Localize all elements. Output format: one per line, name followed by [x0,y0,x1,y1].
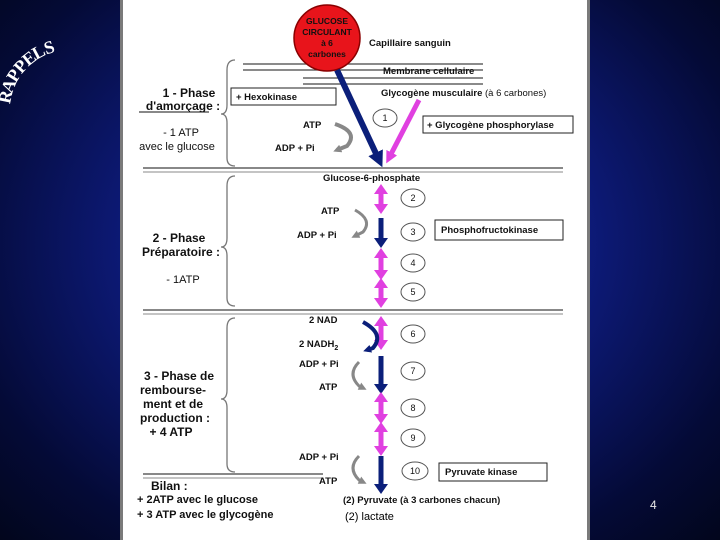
glycolysis-diagram: GLUCOSE CIRCULANT à 6 carbones Capillair… [120,0,590,540]
glucose-line: GLUCOSE [306,16,348,26]
step-number: 1 [382,113,387,123]
nad-curved-arrow [362,320,380,353]
pathway-arrowhead [374,248,388,258]
step-circle [400,361,426,381]
glucose-line: CIRCULANT [302,27,352,37]
title-letter: R [0,87,17,105]
phase3-brace [220,317,236,473]
hexokinase-box [230,87,337,106]
step-circle [400,188,426,208]
capillaire-label: Capillaire sanguin [369,38,451,49]
pathway-arrowhead [374,392,388,402]
phase3-title: 3 - Phase de [144,369,214,383]
phosphorylase-label: + Glycogène phosphorylase [427,120,554,131]
atp-curved-arrow [333,122,353,153]
pyruvate-label: (2) Pyruvate (à 3 carbones chacun) [343,495,500,506]
phase3-title: production : [140,411,210,425]
pathway-arrowhead [374,184,388,194]
phase2-title: 2 - Phase [153,231,206,245]
step-number: 8 [410,403,415,413]
phosphorylase-box [422,115,574,134]
phase1-brace [220,59,236,167]
glucose-line: carbones [308,49,346,59]
atp-curved-arrow [351,208,369,238]
bilan-title: Bilan : [151,479,188,493]
bilan-line: + 2ATP avec le glucose [137,494,258,506]
step-number: 7 [410,366,415,376]
step-circle [400,324,426,344]
phase1-cost: - 1 ATP [163,127,199,139]
step-circle [372,108,398,128]
phase1-title: d'amorçage : [146,99,220,113]
adp-curved-arrow [351,360,367,390]
pfk-box [434,219,564,241]
pathway-arrowhead [374,414,388,424]
pathway-arrowhead [374,484,388,494]
nad-label: 2 NAD [309,315,338,326]
lactate-caption: (2) lactate [345,511,394,523]
step-circle [401,461,429,481]
pathway-arrowhead [374,298,388,308]
pfk-label: Phosphofructokinase [441,225,538,236]
step-circle [400,222,426,242]
glucose-circle [293,4,361,72]
pyruvate-kinase-box [438,462,548,482]
pyruvate-kinase-label: Pyruvate kinase [445,467,517,478]
phase3-title: rembourse- [140,383,206,397]
step-number: 10 [410,466,420,476]
step-number: 9 [410,433,415,443]
pathway-arrowhead [374,316,388,326]
step-circle [400,282,426,302]
atp-label: ATP [321,206,340,217]
step-circle [400,398,426,418]
atp-label: ATP [303,120,322,131]
adp-label: ADP + Pi [299,452,339,463]
pathway-arrowhead [374,278,388,288]
page-number: 4 [650,498,657,512]
bilan-line: + 3 ATP avec le glycogène [137,509,273,521]
phase2-cost: - 1ATP [166,274,199,286]
membrane-label: Membrane cellulaire [383,66,474,77]
adp-curved-arrow [351,454,367,484]
pathway-arrowhead [374,384,388,394]
glucose-arrow [334,68,383,168]
pathway-arrows [374,184,388,494]
adp-label: ADP + Pi [299,359,339,370]
g6p-label: Glucose-6-phosphate [323,173,420,184]
step-number: 6 [410,329,415,339]
step-circle [400,428,426,448]
pathway-arrowhead [374,204,388,214]
glycogen-arrow [386,98,422,164]
step-number: 3 [410,227,415,237]
step-number: 4 [410,258,415,268]
step-circle [400,253,426,273]
phase3-title: ment et de [143,397,203,411]
atp-label: ATP [319,476,338,487]
adp-label: ADP + Pi [297,230,337,241]
pathway-arrowhead [374,422,388,432]
pathway-arrowhead [374,270,388,280]
phase2-brace [220,175,236,307]
glucose-line: à 6 [321,38,333,48]
pathway-arrowhead [374,446,388,456]
pathway-arrowhead [374,238,388,248]
atp-label: ATP [319,382,338,393]
hexokinase-label: + Hexokinase [236,92,297,103]
phase2-title: Préparatoire : [142,245,220,259]
step-number: 5 [410,287,415,297]
adp-label: ADP + Pi [275,143,315,154]
diagram-svg: GLUCOSE CIRCULANT à 6 carbones Capillair… [137,4,574,521]
nadh-label: 2 NADH2 [299,339,338,352]
phase1-title: 1 - Phase [163,86,216,100]
phase1-cost: avec le glucose [139,141,215,153]
glycogene-label: Glycogène musculaire (à 6 carbones) [381,88,546,99]
step-number: 2 [410,193,415,203]
phase3-title: + 4 ATP [149,425,192,439]
